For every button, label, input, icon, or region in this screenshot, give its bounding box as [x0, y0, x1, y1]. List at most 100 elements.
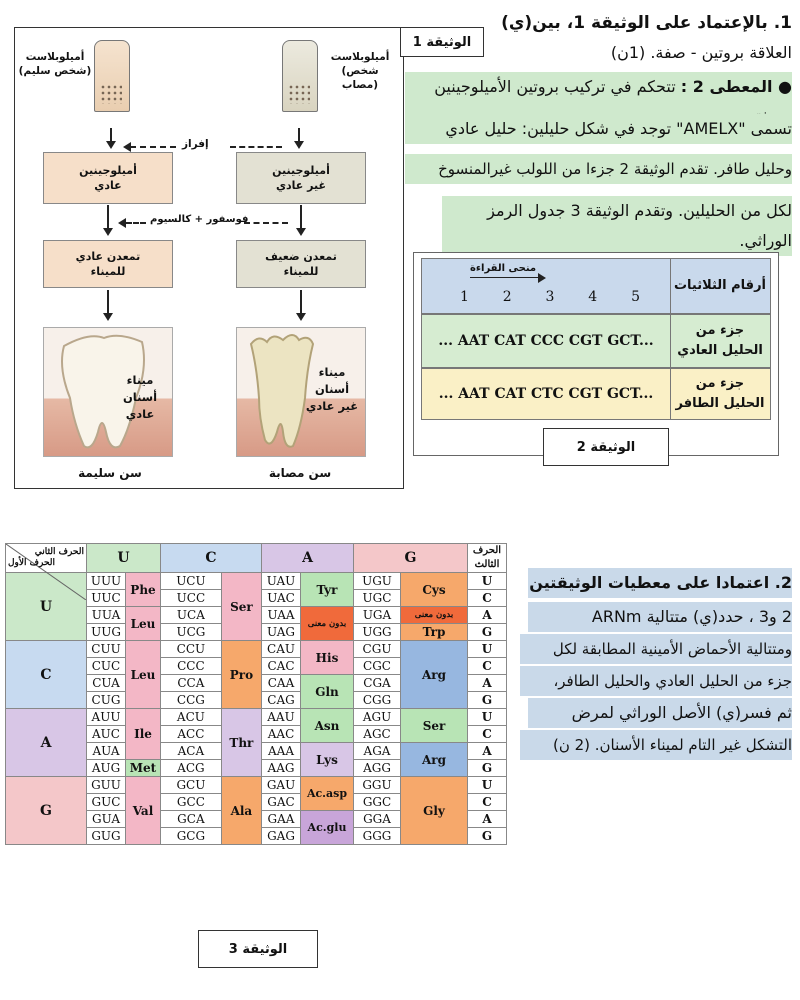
document-2-label: الوثيقة 2: [543, 428, 669, 466]
codon: AUU: [86, 708, 126, 726]
first-letter-G: G: [5, 776, 87, 845]
codon: AAG: [261, 759, 301, 777]
codon: AAC: [261, 725, 301, 743]
amino-acid: Arg: [400, 742, 468, 777]
codon: CCC: [160, 657, 222, 675]
codon: UAU: [261, 572, 301, 590]
codon: AGA: [353, 742, 401, 760]
arrow-down-icon: [296, 228, 306, 236]
codon: AUC: [86, 725, 126, 743]
first-letter-C: C: [5, 640, 87, 709]
third-letter: C: [467, 589, 507, 607]
cell-normal-caption: أميلوبلاست(شخص سليم): [18, 51, 92, 77]
question-2-line-6: التشكل غير التام لميناء الأسنان. (2 ن): [520, 730, 792, 760]
third-letter: A: [467, 606, 507, 624]
amino-acid: Val: [125, 776, 161, 845]
amino-acid: Arg: [400, 640, 468, 709]
amino-acid: Ser: [400, 708, 468, 743]
first-letter-label: الحرف الأول: [8, 558, 55, 568]
amino-acid: Ala: [220, 776, 263, 845]
third-letter: A: [467, 674, 507, 692]
second-letter-label: الحرف الثاني: [34, 547, 84, 557]
codon: GAA: [261, 810, 301, 828]
codon: ACU: [160, 708, 222, 726]
codon: UCG: [160, 623, 222, 641]
first-letter-A: A: [5, 708, 87, 777]
amino-acid: Lys: [300, 742, 354, 777]
cell-sick-caption: أميلوبلاست(شخص مصاب): [330, 51, 390, 91]
third-letter: U: [467, 640, 507, 658]
codon: UCC: [160, 589, 222, 607]
third-letter: G: [467, 691, 507, 709]
codon: ACA: [160, 742, 222, 760]
secretion-label: إفراز: [182, 138, 209, 150]
codon: CAG: [261, 691, 301, 709]
codon: AUG: [86, 759, 126, 777]
arrow-down-icon: [103, 228, 113, 236]
amyloblast-sick-cell: [282, 40, 318, 112]
amino-acid: Gln: [300, 674, 354, 709]
triplet-numbers-header: أرقام الثلاثيات: [673, 278, 767, 293]
third-letter: C: [467, 657, 507, 675]
codon: UUC: [86, 589, 126, 607]
third-letter: C: [467, 725, 507, 743]
third-letter: U: [467, 776, 507, 794]
codon: UGU: [353, 572, 401, 590]
arrow-right-icon: [538, 273, 546, 283]
codon: UUA: [86, 606, 126, 624]
stop-codon: بدون معنى: [300, 606, 354, 641]
amino-acid: Thr: [220, 708, 263, 777]
triplet-number: 4: [588, 289, 598, 305]
codon: CGC: [353, 657, 401, 675]
amino-acid: Leu: [125, 640, 161, 709]
codon: UUG: [86, 623, 126, 641]
arrow-down-icon: [294, 141, 304, 149]
codon: GAU: [261, 776, 301, 794]
codon: CCU: [160, 640, 222, 658]
codon: GCG: [160, 827, 222, 845]
question-2-line-2: 2 و3 ، حدد(ي) متتالية ARNm: [528, 602, 792, 632]
third-letter: G: [467, 623, 507, 641]
amino-acid: Leu: [125, 606, 161, 641]
question-2-line-5: ثم فسر(ي) الأصل الوراثي لمرض: [528, 698, 792, 728]
mutant-allele-sequence: ... AAT CAT CTC CGT GCT...: [422, 369, 671, 419]
codon: CUG: [86, 691, 126, 709]
reading-direction-label: منحى القراءة: [470, 263, 537, 274]
amyloblast-normal-cell: [94, 40, 130, 112]
amino-acid: Tyr: [300, 572, 354, 607]
amino-acid: Ser: [220, 572, 263, 641]
codon: GGC: [353, 793, 401, 811]
amino-acid: Gly: [400, 776, 468, 845]
codon: GUC: [86, 793, 126, 811]
codon: GUG: [86, 827, 126, 845]
amino-acid: Phe: [125, 572, 161, 607]
codon: GCA: [160, 810, 222, 828]
codon: GAC: [261, 793, 301, 811]
codon: GGU: [353, 776, 401, 794]
codon: GUU: [86, 776, 126, 794]
codon: UAG: [261, 623, 301, 641]
table-corner-header: الحرف الثاني الحرف الأول: [5, 543, 87, 600]
triplet-number: 3: [545, 289, 555, 305]
codon: UAA: [261, 606, 301, 624]
affected-tooth-image: [236, 327, 366, 457]
reading-arrow: [470, 277, 540, 278]
codon: UGG: [353, 623, 401, 641]
codon: CGU: [353, 640, 401, 658]
arrow-left-icon: [123, 142, 131, 152]
triplet-number: 1: [460, 289, 469, 305]
third-letter: U: [467, 708, 507, 726]
question-1-line-2: العلاقة بروتين - صفة. (1ن): [610, 43, 792, 62]
arrow-down-icon: [296, 313, 306, 321]
codon: CUA: [86, 674, 126, 692]
question-2-line-4: جزء من الحليل العادي والحليل الطافر،: [520, 666, 792, 696]
codon: GCC: [160, 793, 222, 811]
amino-acid: Trp: [400, 623, 468, 641]
third-letter: A: [467, 742, 507, 760]
